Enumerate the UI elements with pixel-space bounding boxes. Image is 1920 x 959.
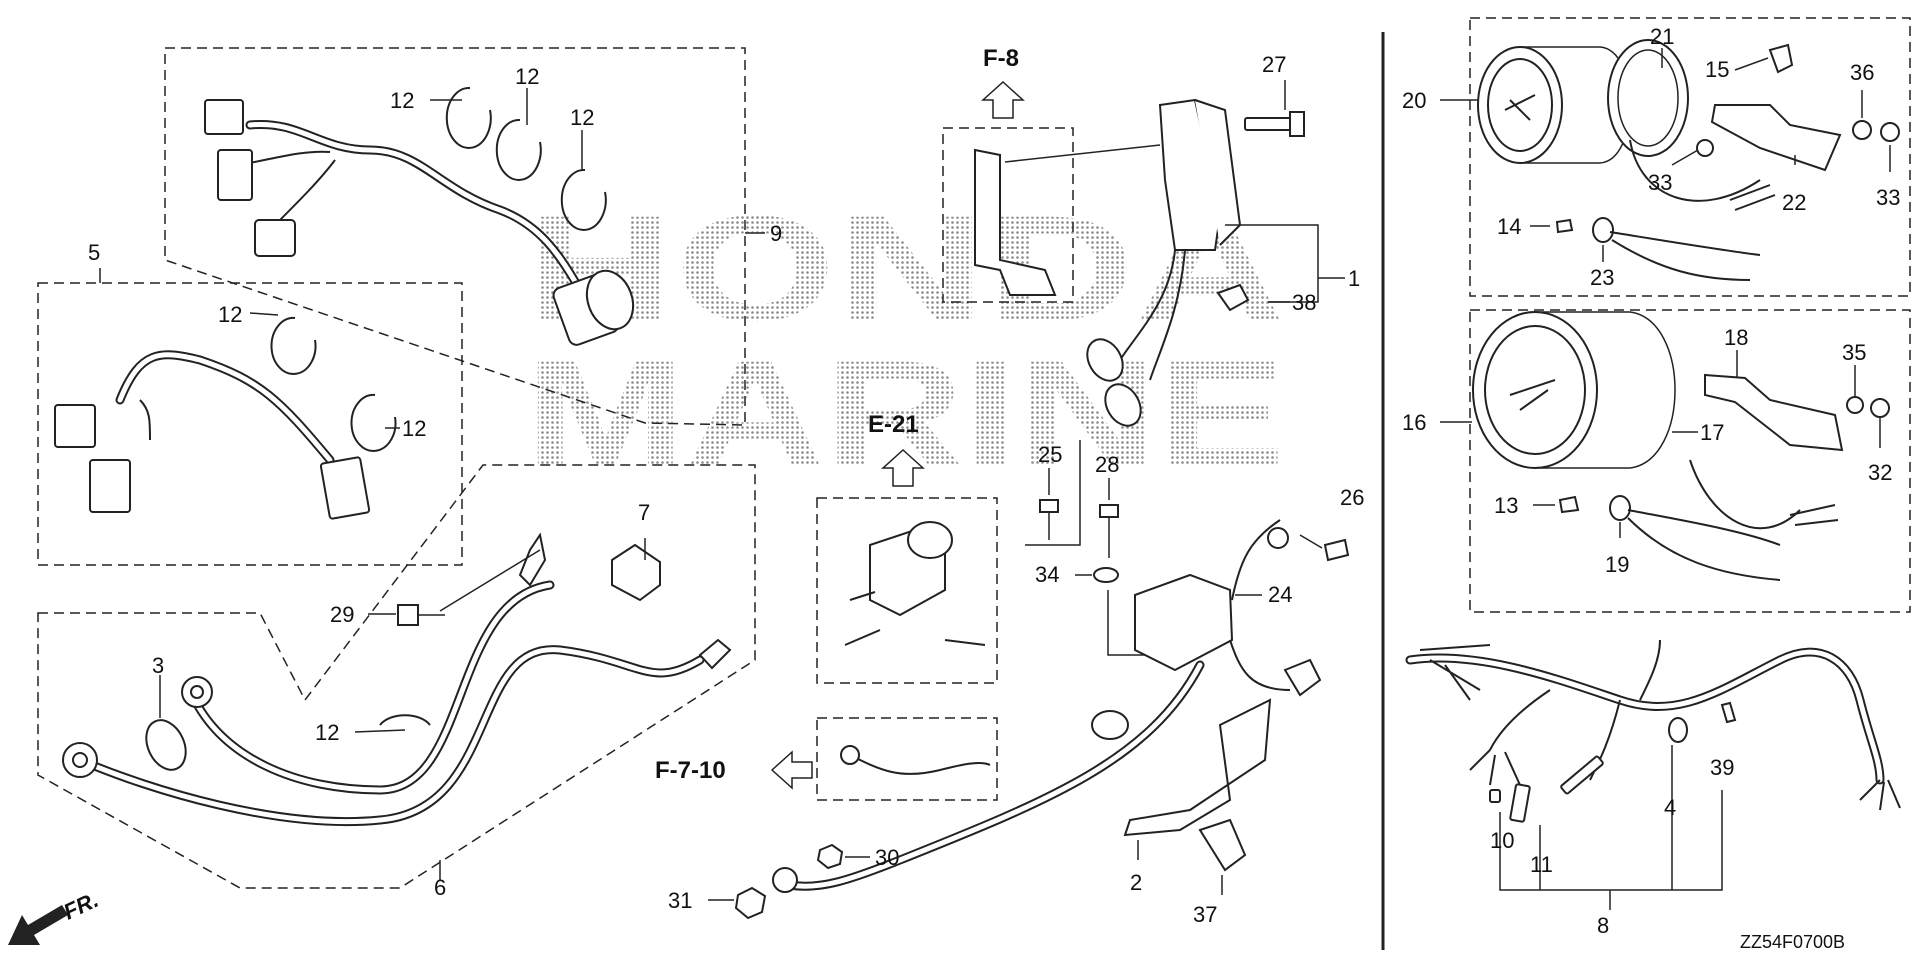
callout-3: 3 <box>152 653 164 678</box>
callout-30: 30 <box>875 845 899 870</box>
group-9-harness <box>164 47 765 426</box>
diagram-code: ZZ54F0700B <box>1740 932 1845 952</box>
watermark-line1: HONDA <box>525 184 1285 352</box>
callout-33a: 33 <box>1648 170 1672 195</box>
callout-2: 2 <box>1130 870 1142 895</box>
callout-10: 10 <box>1490 828 1514 853</box>
callout-23: 23 <box>1590 265 1614 290</box>
callout-21: 21 <box>1650 24 1674 49</box>
callout-25: 25 <box>1038 442 1062 467</box>
callout-18: 18 <box>1724 325 1748 350</box>
callout-27: 27 <box>1262 52 1286 77</box>
callout-12d: 12 <box>218 302 242 327</box>
callout-16: 16 <box>1402 410 1426 435</box>
ref-e21: E-21 <box>868 411 919 438</box>
group-5-harness <box>37 268 463 566</box>
callout-5: 5 <box>88 240 100 265</box>
group-24-relay <box>772 519 1350 895</box>
callout-35: 35 <box>1842 340 1866 365</box>
f8-reference <box>942 80 1161 303</box>
callout-20: 20 <box>1402 88 1426 113</box>
callout-14: 14 <box>1497 214 1521 239</box>
bolts-25-28 <box>1025 440 1145 656</box>
bolt-29 <box>397 604 445 626</box>
ref-f8: F-8 <box>983 45 1019 72</box>
f710-reference <box>770 717 998 801</box>
callout-17: 17 <box>1700 420 1724 445</box>
callout-36: 36 <box>1850 60 1874 85</box>
callout-32: 32 <box>1868 460 1892 485</box>
nuts-30-31 <box>708 843 870 920</box>
callout-37: 37 <box>1193 902 1217 927</box>
callout-12f: 12 <box>315 720 339 745</box>
callout-12a: 12 <box>390 88 414 113</box>
front-marker: FR. <box>60 887 103 925</box>
ref-f710: F-7-10 <box>655 757 726 784</box>
callout-38: 38 <box>1292 290 1316 315</box>
group-1-unit <box>1086 80 1345 427</box>
callout-28: 28 <box>1095 452 1119 477</box>
callout-33b: 33 <box>1876 185 1900 210</box>
callout-26: 26 <box>1340 485 1364 510</box>
callout-22: 22 <box>1782 190 1806 215</box>
callout-8: 8 <box>1597 913 1609 938</box>
callout-19: 19 <box>1605 552 1629 577</box>
group-20-gauge <box>1440 17 1911 297</box>
honda-marine-watermark: HONDA MARINE <box>525 184 1285 497</box>
callout-7: 7 <box>638 500 650 525</box>
callout-4: 4 <box>1664 795 1676 820</box>
callout-34: 34 <box>1035 562 1059 587</box>
group-6-cables <box>37 464 756 889</box>
callout-11: 11 <box>1530 852 1553 877</box>
group-8-main-harness <box>1405 639 1901 910</box>
callout-12b: 12 <box>515 64 539 89</box>
callout-24: 24 <box>1268 582 1292 607</box>
e21-reference <box>816 448 998 684</box>
callout-9: 9 <box>770 221 782 246</box>
group-16-gauge <box>1440 309 1911 613</box>
front-arrow-icon <box>8 905 68 945</box>
callout-6: 6 <box>434 875 446 900</box>
callout-12c: 12 <box>570 105 594 130</box>
callout-13: 13 <box>1494 493 1518 518</box>
callout-31: 31 <box>668 888 692 913</box>
callout-1: 1 <box>1348 266 1360 291</box>
callout-39: 39 <box>1710 755 1734 780</box>
callout-15: 15 <box>1705 57 1729 82</box>
callout-12e: 12 <box>402 416 426 441</box>
callout-29: 29 <box>330 602 354 627</box>
